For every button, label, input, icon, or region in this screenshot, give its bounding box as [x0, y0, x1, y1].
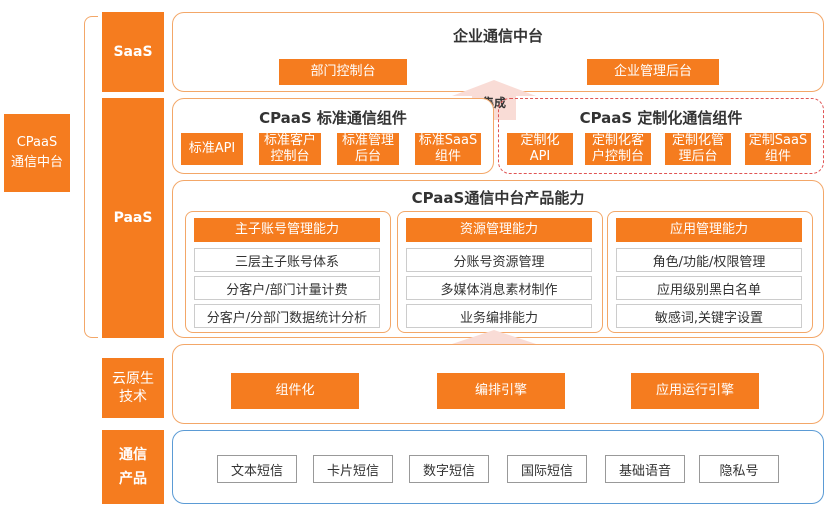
list-item: 业务编排能力 — [406, 304, 592, 328]
cpaas-bracket — [84, 16, 98, 338]
product-capability-box: CPaaS通信中台产品能力 主子账号管理能力 三层主子账号体系 分客户/部门计量… — [172, 180, 824, 338]
list-item: 分账号资源管理 — [406, 248, 592, 272]
paas-label: PaaS — [102, 98, 164, 338]
product-card-sms[interactable]: 卡片短信 — [313, 455, 393, 483]
custom-components-box: CPaaS 定制化通信组件 定制化 API 定制化客 户控制台 定制化管 理后台… — [498, 98, 824, 174]
app-runtime-engine-button[interactable]: 应用运行引擎 — [631, 373, 759, 409]
list-item: 分客户/分部门数据统计分析 — [194, 304, 380, 328]
product-digital-sms[interactable]: 数字短信 — [409, 455, 489, 483]
capability-group-application: 应用管理能力 角色/功能/权限管理 应用级别黑白名单 敏感词,关键字设置 — [607, 211, 813, 333]
capability-group-head: 主子账号管理能力 — [194, 218, 380, 242]
standard-components-title: CPaaS 标准通信组件 — [259, 109, 407, 127]
capability-group-head: 应用管理能力 — [616, 218, 802, 242]
product-privacy-number[interactable]: 隐私号 — [699, 455, 779, 483]
capability-group-resource: 资源管理能力 分账号资源管理 多媒体消息素材制作 业务编排能力 — [397, 211, 603, 333]
custom-api[interactable]: 定制化 API — [507, 133, 573, 165]
componentization-button[interactable]: 组件化 — [231, 373, 359, 409]
standard-api[interactable]: 标准API — [181, 133, 243, 165]
standard-customer-console[interactable]: 标准客户 控制台 — [259, 133, 321, 165]
list-item: 角色/功能/权限管理 — [616, 248, 802, 272]
standard-components-box: CPaaS 标准通信组件 标准API 标准客户 控制台 标准管理 后台 标准Sa… — [172, 98, 494, 174]
enterprise-admin-button[interactable]: 企业管理后台 — [587, 59, 719, 85]
comm-products-layer: 文本短信 卡片短信 数字短信 国际短信 基础语音 隐私号 — [172, 430, 824, 504]
capability-group-head: 资源管理能力 — [406, 218, 592, 242]
cloud-native-layer: 组件化 编排引擎 应用运行引擎 — [172, 344, 824, 424]
orchestration-engine-button[interactable]: 编排引擎 — [437, 373, 565, 409]
list-item: 应用级别黑白名单 — [616, 276, 802, 300]
saas-label: SaaS — [102, 12, 164, 92]
list-item: 三层主子账号体系 — [194, 248, 380, 272]
product-intl-sms[interactable]: 国际短信 — [507, 455, 587, 483]
custom-admin-backend[interactable]: 定制化管 理后台 — [665, 133, 731, 165]
cpaas-label: CPaaS 通信中台 — [4, 114, 70, 192]
standard-saas-component[interactable]: 标准SaaS 组件 — [415, 133, 481, 165]
standard-admin-backend[interactable]: 标准管理 后台 — [337, 133, 399, 165]
saas-layer-title: 企业通信中台 — [452, 27, 543, 45]
list-item: 敏感词,关键字设置 — [616, 304, 802, 328]
capability-group-account: 主子账号管理能力 三层主子账号体系 分客户/部门计量计费 分客户/分部门数据统计… — [185, 211, 391, 333]
custom-saas-component[interactable]: 定制SaaS 组件 — [745, 133, 811, 165]
product-text-sms[interactable]: 文本短信 — [217, 455, 297, 483]
list-item: 多媒体消息素材制作 — [406, 276, 592, 300]
cloud-native-label: 云原生 技术 — [102, 358, 164, 418]
list-item: 分客户/部门计量计费 — [194, 276, 380, 300]
comm-product-label: 通信 产品 — [102, 430, 164, 504]
product-basic-voice[interactable]: 基础语音 — [605, 455, 685, 483]
product-capability-title: CPaaS通信中台产品能力 — [411, 189, 585, 207]
saas-layer: 企业通信中台 部门控制台 企业管理后台 — [172, 12, 824, 92]
dept-console-button[interactable]: 部门控制台 — [279, 59, 407, 85]
custom-customer-console[interactable]: 定制化客 户控制台 — [585, 133, 651, 165]
custom-components-title: CPaaS 定制化通信组件 — [579, 109, 743, 127]
